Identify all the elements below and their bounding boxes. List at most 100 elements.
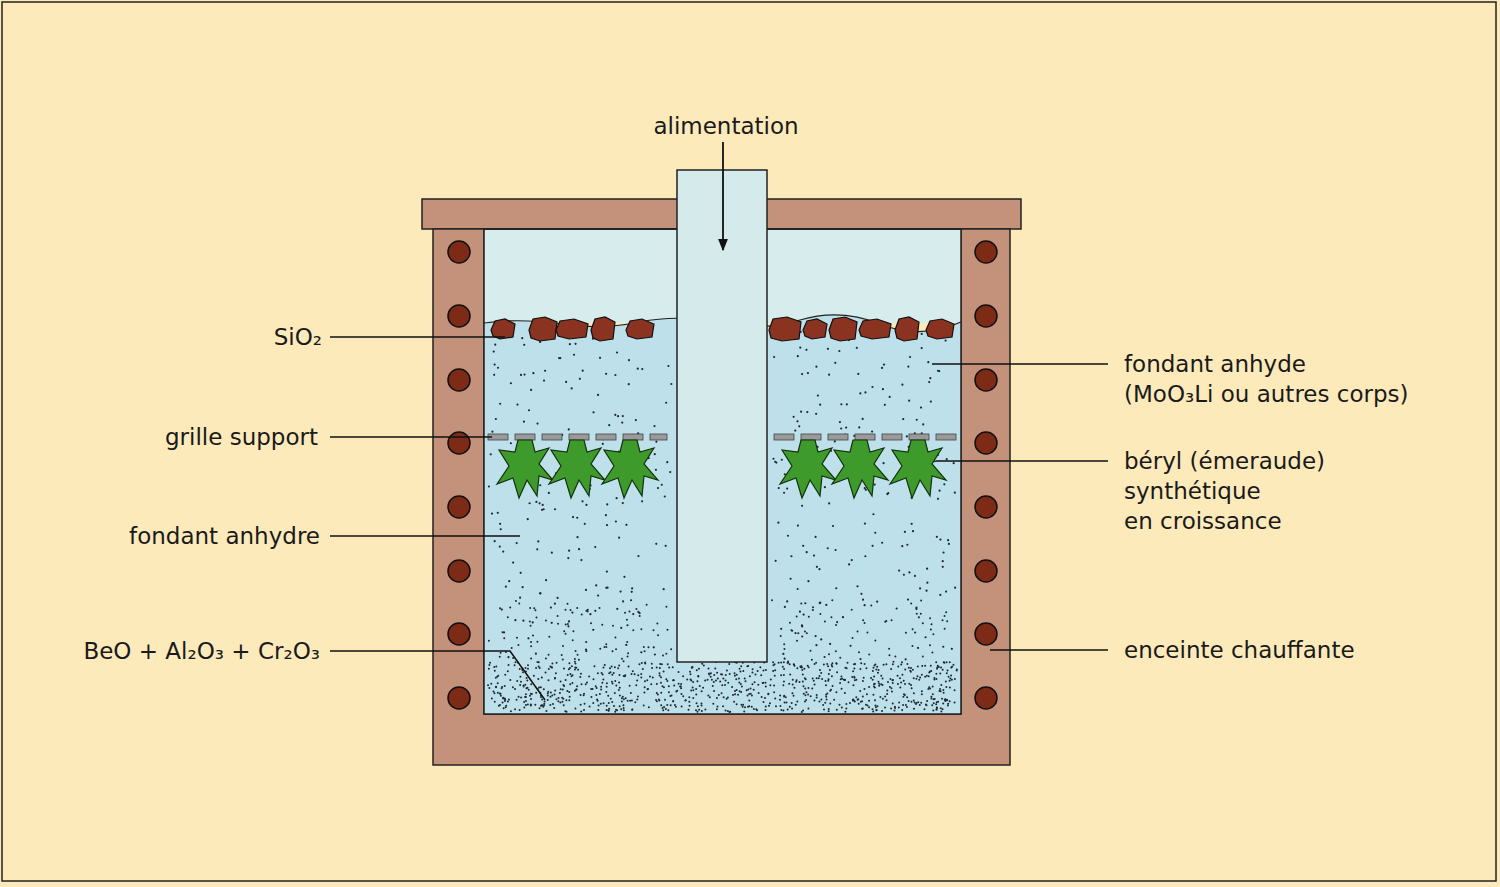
particle [561,697,563,699]
particle [547,692,549,694]
particle [688,696,690,698]
particle [913,700,915,702]
coil [448,241,470,263]
particle [536,422,538,424]
particle [858,651,860,653]
particle [794,632,796,634]
particle [944,615,946,617]
particle [797,524,799,526]
particle [499,523,501,525]
particle [580,711,582,713]
particle [595,584,597,586]
grid-bar [828,434,848,440]
particle [910,701,912,703]
particle [567,603,569,605]
particle [790,629,792,631]
particle [503,637,505,639]
particle [663,588,665,590]
particle [950,666,952,668]
particle [700,703,702,705]
particle [791,702,793,704]
particle [628,610,630,612]
particle [708,672,710,674]
particle [520,572,522,574]
particle [704,680,706,682]
particle [623,698,625,700]
particle [930,665,932,667]
particle [946,620,948,622]
particle [951,666,953,668]
particle [602,674,604,676]
particle [912,628,914,630]
particle [935,673,937,675]
particle [494,540,496,542]
particle [488,687,490,689]
particle [789,706,791,708]
particle [666,461,668,463]
particle [905,704,907,706]
particle [868,653,870,655]
callout-label: BeO + Al₂O₃ + Cr₂O₃ [83,636,320,666]
particle [692,666,694,668]
particle [945,611,947,613]
particle [805,691,807,693]
particle [801,625,803,627]
particle [784,606,786,608]
particle [510,382,512,384]
particle [535,653,537,655]
particle [866,693,868,695]
particle [568,428,570,430]
particle [520,681,522,683]
particle [825,684,827,686]
particle [690,679,692,681]
particle [530,625,532,627]
particle [537,678,539,680]
particle [930,400,932,402]
particle [710,676,712,678]
particle [904,694,906,696]
particle [600,703,602,705]
particle [563,704,565,706]
particle [892,679,894,681]
particle [953,462,955,464]
particle [701,705,703,707]
particle [523,707,525,709]
particle [904,669,906,671]
particle [861,700,863,702]
particle [852,698,854,700]
particle [532,635,534,637]
particle [618,537,620,539]
particle [673,679,675,681]
particle [920,406,922,408]
particle [820,698,822,700]
particle [500,695,502,697]
particle [929,671,931,673]
particle [530,389,532,391]
particle [840,675,842,677]
particle [945,686,947,688]
particle [874,699,876,701]
particle [780,674,782,676]
coil [975,241,997,263]
coil [448,623,470,645]
particle [765,705,767,707]
particle [841,706,843,708]
particle [609,667,611,669]
particle [492,690,494,692]
particle [954,587,956,589]
particle [894,656,896,658]
particle [862,696,864,698]
particle [909,670,911,672]
particle [533,675,535,677]
particle [919,676,921,678]
particle [725,709,727,711]
particle [862,619,864,621]
particle [704,709,706,711]
particle [801,505,803,507]
particle [697,676,699,678]
particle [615,684,617,686]
particle [836,709,838,711]
grid-bar [936,434,956,440]
particle [631,587,633,589]
particle [829,690,831,692]
